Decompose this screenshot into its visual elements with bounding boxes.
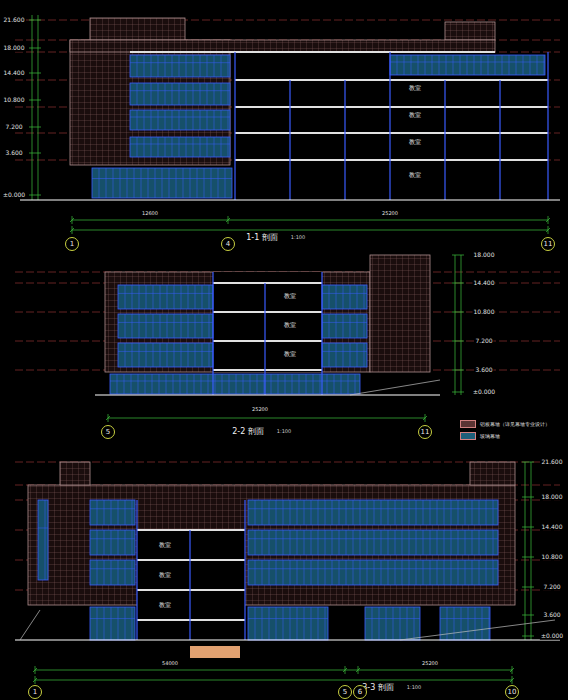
annotation: 教室 xyxy=(283,293,297,300)
legend-row: 玻璃幕墙 xyxy=(460,432,500,440)
axis-number: 11 xyxy=(544,241,553,248)
legend-swatch xyxy=(460,432,476,440)
axis-number: 5 xyxy=(106,429,110,436)
annotation: 21.600 xyxy=(541,459,564,466)
annotation: ±0.000 xyxy=(2,192,26,199)
annotation: 7.200 xyxy=(542,584,561,591)
annotation: 教室 xyxy=(158,572,172,579)
axis-number: 10 xyxy=(508,689,517,696)
axis-bubble: 11 xyxy=(541,237,555,251)
annotation: 1:100 xyxy=(406,685,422,691)
axis-number: 4 xyxy=(226,241,230,248)
annotation: 7.200 xyxy=(474,338,493,345)
annotation: 10.800 xyxy=(541,554,564,561)
annotation: 21.600 xyxy=(3,17,26,24)
annotation: 54000 xyxy=(161,661,179,667)
axis-bubble: 6 xyxy=(353,685,367,699)
axis-number: 1 xyxy=(33,689,37,696)
annotation: 教室 xyxy=(408,85,422,92)
axis-bubble: 5 xyxy=(338,685,352,699)
axis-bubble: 4 xyxy=(221,237,235,251)
annotation: 教室 xyxy=(408,139,422,146)
annotation: 25200 xyxy=(421,661,439,667)
legend-text: 玻璃幕墙 xyxy=(480,433,500,439)
annotation: 14.400 xyxy=(541,524,564,531)
annotation: 12600 xyxy=(141,211,159,217)
annotation: 教室 xyxy=(158,542,172,549)
axis-bubble: 10 xyxy=(505,685,519,699)
annotation: ±0.000 xyxy=(472,389,496,396)
annotation: 18.000 xyxy=(541,494,564,501)
annotation: 25200 xyxy=(381,211,399,217)
annotation: 3.600 xyxy=(4,150,23,157)
annotation: 7.200 xyxy=(4,124,23,131)
annotation: 10.800 xyxy=(473,309,496,316)
annotation: 教室 xyxy=(408,112,422,119)
annotation: ±0.000 xyxy=(540,633,564,640)
annotation: 18.000 xyxy=(3,45,26,52)
annotation: 25200 xyxy=(251,407,269,413)
annotation: 1:100 xyxy=(290,235,306,241)
annotation: 10.800 xyxy=(3,97,26,104)
axis-bubble: 1 xyxy=(28,685,42,699)
axis-number: 6 xyxy=(358,689,362,696)
legend-text: 铝板幕墙（详见幕墙专业设计） xyxy=(480,421,550,427)
annotation: 教室 xyxy=(408,172,422,179)
axis-number: 5 xyxy=(343,689,347,696)
annotation: 教室 xyxy=(283,351,297,358)
legend-row: 铝板幕墙（详见幕墙专业设计） xyxy=(460,420,550,428)
axis-bubble: 1 xyxy=(65,237,79,251)
annotation: 1:100 xyxy=(276,429,292,435)
section-title: 1-1 剖面 xyxy=(245,234,279,243)
annotation: 教室 xyxy=(158,602,172,609)
annotation: 14.400 xyxy=(473,280,496,287)
legend-swatch xyxy=(460,420,476,428)
axis-bubble: 11 xyxy=(418,425,432,439)
axis-bubble: 5 xyxy=(101,425,115,439)
axis-number: 11 xyxy=(421,429,430,436)
annotation: 3.600 xyxy=(474,367,493,374)
axis-number: 1 xyxy=(70,241,74,248)
annotation: 教室 xyxy=(283,322,297,329)
annotation: 18.000 xyxy=(473,252,496,259)
section-title: 2-2 剖面 xyxy=(231,428,265,437)
annotation: 14.400 xyxy=(3,70,26,77)
annotation: 3.600 xyxy=(542,612,561,619)
